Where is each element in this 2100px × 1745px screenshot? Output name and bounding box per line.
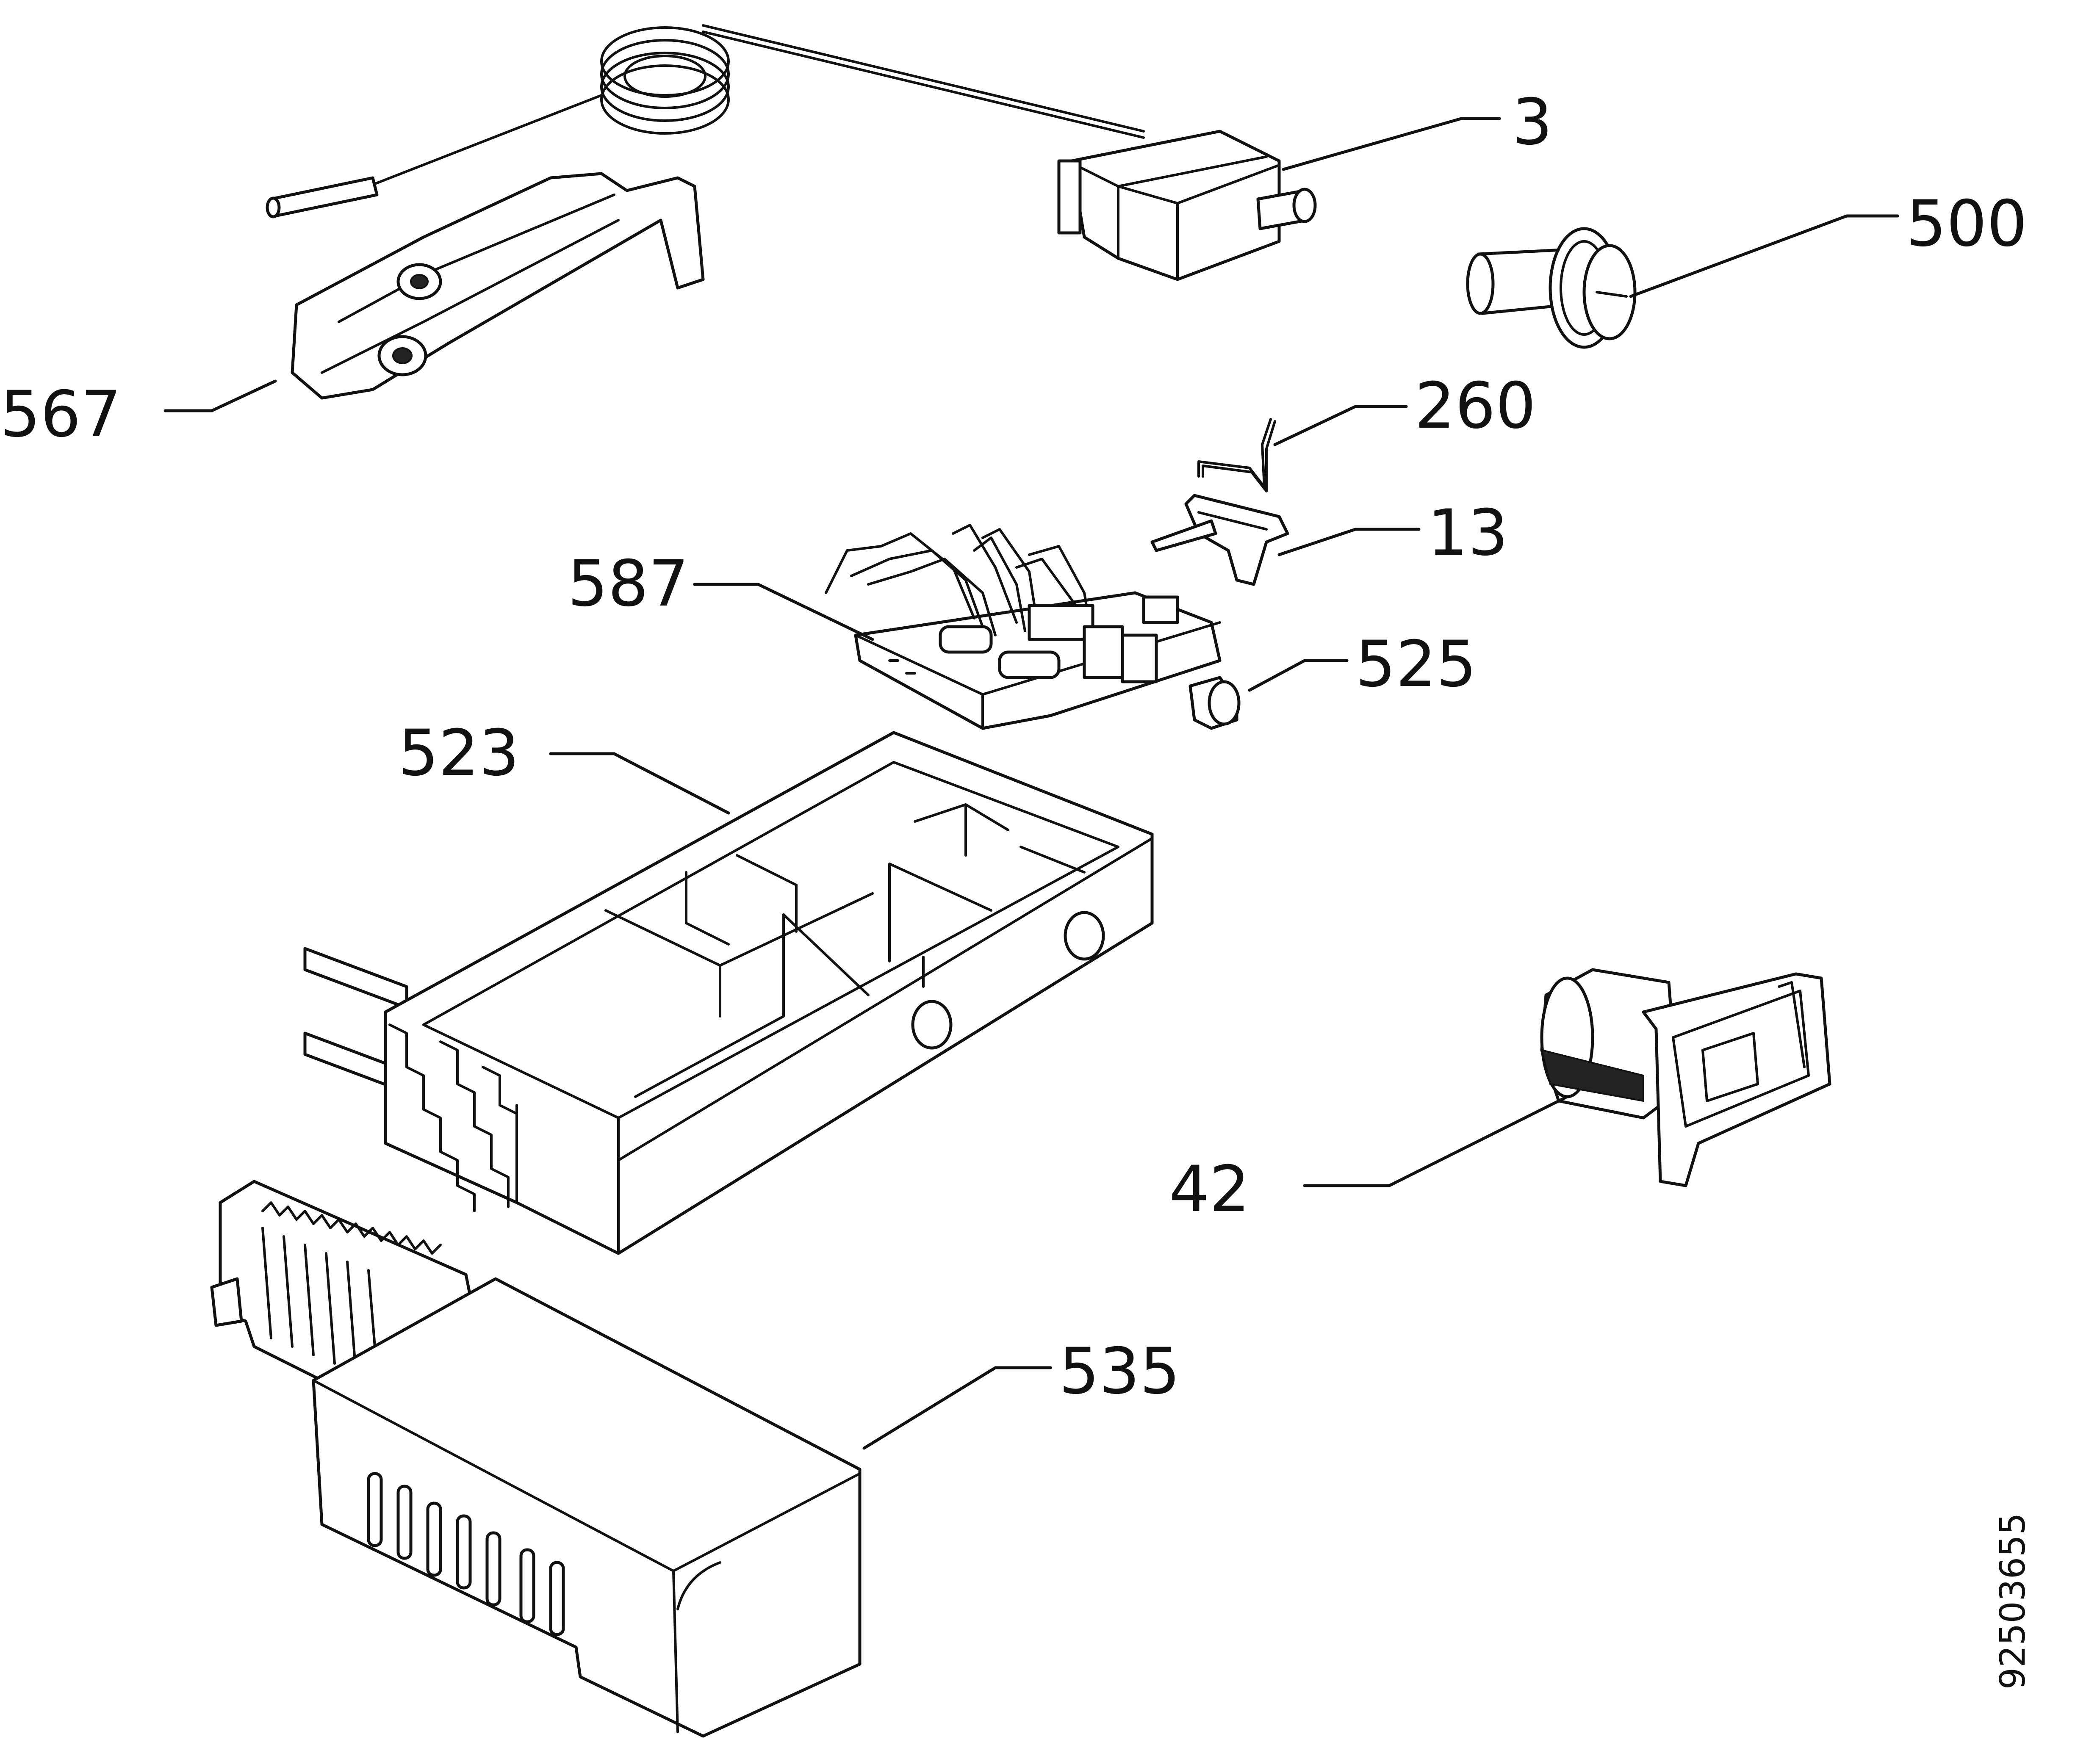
leader-525: [1248, 659, 1349, 692]
part-587-circuit-board: [825, 524, 1222, 730]
leader-3: [1282, 117, 1501, 171]
callout-260: 260: [1415, 369, 1536, 443]
part-13-lever: [1150, 494, 1289, 586]
callout-587: 587: [568, 547, 689, 621]
part-525-cap: [1189, 676, 1241, 730]
leader-260: [1273, 405, 1408, 446]
callout-500: 500: [1906, 187, 2027, 261]
callout-3: 3: [1512, 86, 1552, 159]
part-3-thermostat: [266, 24, 1317, 281]
callout-523: 523: [398, 716, 519, 790]
leader-42: [1303, 1095, 1569, 1187]
callout-525: 525: [1355, 628, 1477, 701]
part-42-lamp-socket: [1540, 968, 1831, 1187]
leader-lines: [163, 117, 1899, 1450]
leader-500: [1629, 214, 1899, 298]
leader-523: [549, 752, 730, 815]
callout-567: 567: [0, 378, 121, 451]
callout-labels: 3 500 567 260 13 587 525 523 42 535 9250…: [0, 86, 2033, 1690]
document-number: 92503655: [1993, 1513, 2033, 1690]
part-523-housing: [303, 731, 1154, 1255]
callout-13: 13: [1427, 496, 1508, 570]
leader-587: [693, 583, 874, 641]
part-260-spring: [1197, 418, 1276, 492]
part-535-cover: [210, 1180, 862, 1738]
leader-567: [163, 379, 277, 412]
leader-13: [1277, 528, 1421, 556]
part-500-knob: [1466, 227, 1637, 349]
leader-535: [862, 1366, 1052, 1450]
callout-42: 42: [1169, 1153, 1250, 1226]
callout-535: 535: [1059, 1335, 1180, 1408]
part-567-bracket: [291, 172, 705, 400]
